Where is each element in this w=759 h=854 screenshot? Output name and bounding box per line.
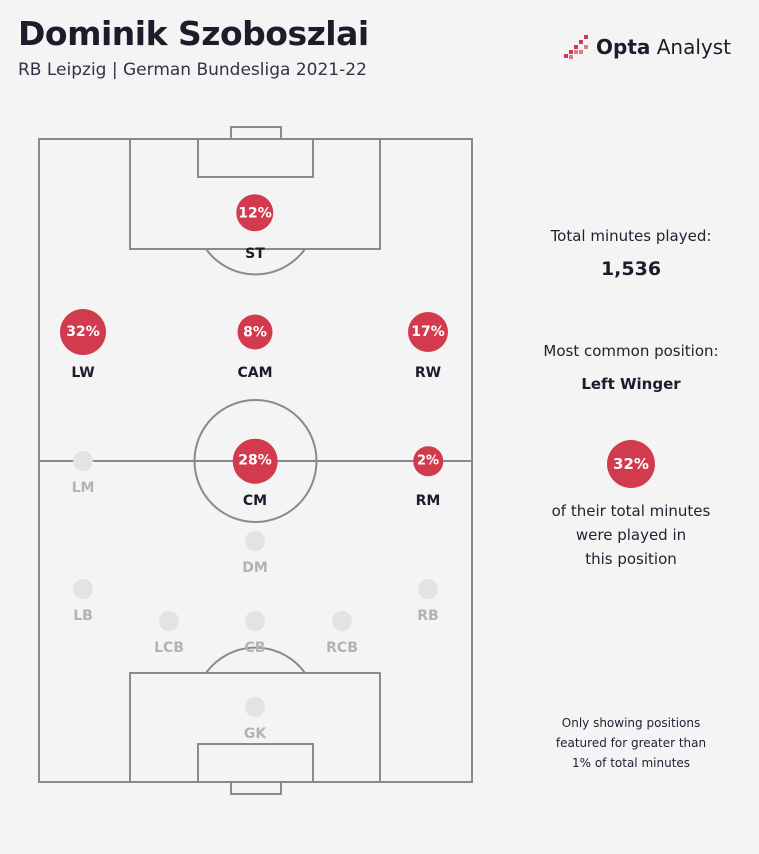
bottom-goal <box>230 781 282 795</box>
minutes-value: 1,536 <box>600 258 662 280</box>
top-six-yard-box <box>197 138 314 178</box>
position-label-cb: CB <box>244 640 266 656</box>
position-bubble-rw: 17% <box>407 311 449 353</box>
position-label-lw: LW <box>71 365 95 381</box>
position-dot-lm <box>73 451 93 471</box>
position-label-dm: DM <box>242 560 268 576</box>
position-label-gk: GK <box>243 726 267 742</box>
note-line-2: featured for greater than <box>555 736 707 750</box>
position-bubble-lw: 32% <box>60 309 106 355</box>
position-dot-lb <box>73 579 93 599</box>
brand-light: Analyst <box>656 35 732 59</box>
position-label-lm: LM <box>71 480 95 496</box>
position-dot-rcb <box>332 611 352 631</box>
common-position-pct-bubble: 32% <box>607 440 655 488</box>
position-dot-gk <box>245 697 265 717</box>
position-bubble-rm: 2% <box>413 446 443 476</box>
minutes-label: Total minutes played: <box>550 227 712 245</box>
opta-logo-icon <box>564 35 588 59</box>
top-penalty-arc <box>205 248 306 276</box>
note-line-1: Only showing positions <box>561 716 701 730</box>
position-label-rcb: RCB <box>326 640 358 656</box>
brand-bold: Opta <box>596 35 651 59</box>
page-title: Dominik Szoboszlai <box>18 14 369 53</box>
position-label-rb: RB <box>417 608 439 624</box>
brand-text: Opta Analyst <box>596 35 731 59</box>
footnote: Only showing positions featured for grea… <box>520 713 742 773</box>
center-circle <box>193 399 318 523</box>
bottom-six-yard-box <box>197 743 314 783</box>
position-label-rm: RM <box>415 493 441 509</box>
position-dot-dm <box>245 531 265 551</box>
common-position-label: Most common position: <box>543 342 719 360</box>
position-label-st: ST <box>245 246 265 262</box>
position-bubble-cm: 28% <box>232 438 278 484</box>
top-goal <box>230 126 282 140</box>
position-dot-cb <box>245 611 265 631</box>
position-label-cam: CAM <box>237 365 273 381</box>
desc-line-2: were played in <box>575 526 687 544</box>
brand-logo: Opta Analyst <box>564 34 731 60</box>
position-bubble-st: 12% <box>236 194 274 232</box>
desc-line-3: this position <box>585 550 677 568</box>
desc-line-1: of their total minutes <box>551 502 711 520</box>
position-dot-rb <box>418 579 438 599</box>
position-dot-lcb <box>159 611 179 631</box>
position-label-lcb: LCB <box>154 640 184 656</box>
common-position-value: Left Winger <box>581 375 681 393</box>
position-label-lb: LB <box>73 608 93 624</box>
position-label-cm: CM <box>242 493 268 509</box>
note-line-3: 1% of total minutes <box>571 756 691 770</box>
page-subtitle: RB Leipzig | German Bundesliga 2021-22 <box>18 60 367 80</box>
position-bubble-cam: 8% <box>237 314 273 350</box>
common-position-description: of their total minutes were played in th… <box>520 499 742 571</box>
bottom-penalty-arc <box>205 646 306 674</box>
position-label-rw: RW <box>414 365 442 381</box>
